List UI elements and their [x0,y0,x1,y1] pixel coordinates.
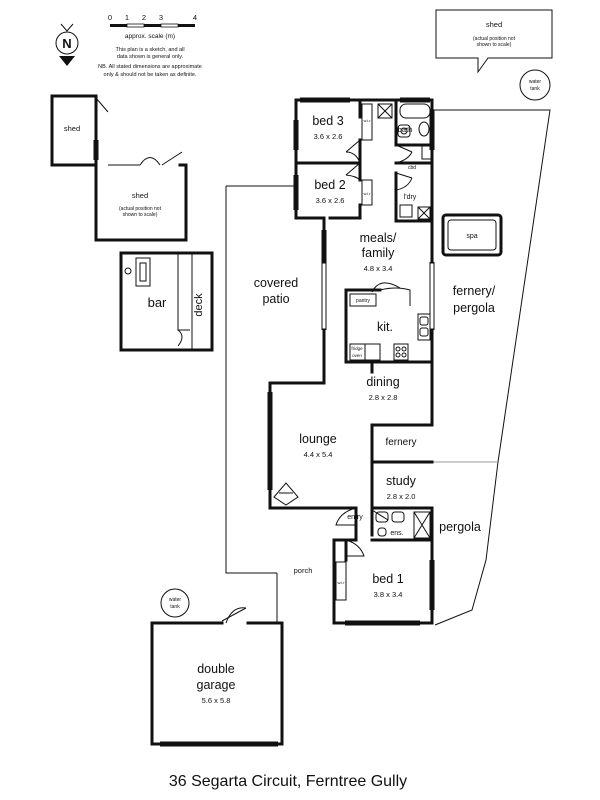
fridge-label: fridge [351,346,363,351]
house-walls [268,98,434,625]
shed-left-label: shed [64,124,80,133]
shed-top-note-2: shown to scale) [477,42,512,48]
dining-dims: 2.8 x 2.8 [369,393,398,402]
covered-patio-outline [225,185,296,574]
porch-label: porch [294,566,313,575]
bed2-dims: 3.6 x 2.6 [316,196,345,205]
scale-tick-1: 1 [125,13,129,22]
oven-label: oven [352,353,362,358]
scale-label: approx. scale (m) [125,33,175,40]
door-swings [335,139,413,557]
cbd-label: cbd [408,165,416,171]
shed-top-note-1: (actual position not [473,36,516,42]
scale-tick-3: 3 [159,13,163,22]
shed-mid-note-1: (actual position not [119,206,162,212]
fireplace [273,482,299,506]
shed-left: shed [50,94,109,167]
fernery-pergola-line-2: pergola [453,301,495,315]
room-labels: bed 3 3.6 x 2.6 bath bed 2 3.6 x 2.6 cbd… [197,114,496,705]
shed-mid: shed (actual position not shown to scale… [94,151,188,242]
scale-bar: 0 1 2 3 4 approx. scale (m) This plan is… [98,13,202,78]
windows [93,97,435,626]
shed-mid-label: shed [132,191,148,200]
site-boundary-line [430,109,551,626]
svg-text:tank: tank [530,86,540,92]
north-compass: N [55,23,79,66]
spa: spa [441,213,503,257]
deck-label: deck [193,293,205,317]
svg-text:water: water [529,79,542,85]
scale-note-1: This plan is a sketch, and all [115,47,184,53]
svg-text:water: water [169,597,182,603]
covered-patio-line-1: covered [254,276,299,290]
bathroom-fixtures [375,103,433,539]
bed3-dims: 3.6 x 2.6 [314,132,343,141]
dining-name: dining [366,375,399,389]
pergola-label: pergola [439,520,481,534]
kitchen-fixtures [349,287,431,361]
meals-dims: 4.8 x 3.4 [364,264,393,273]
spa-label: spa [466,233,477,240]
study-name: study [386,474,417,488]
bed1-dims: 3.8 x 3.4 [374,590,403,599]
scale-tick-0: 0 [108,13,112,22]
bar-building: bar deck [119,251,214,352]
fernery-label: fernery [385,437,416,448]
fernery-pergola-line-1: fernery/ [453,284,496,298]
scale-note-3: NB. All stated dimensions are approximat… [98,64,202,70]
property-address: 36 Segarta Circuit, Ferntree Gully [169,773,407,790]
garage-line-2: garage [197,678,236,692]
shed-top-label: shed [486,20,502,29]
garage-line-1: double [197,662,235,676]
kitchen-label: kit. [377,320,393,334]
entry-label: entry [347,514,363,521]
meals-name-1: meals/ [360,231,397,245]
lounge-dims: 4.4 x 5.4 [304,450,333,459]
scale-tick-2: 2 [142,13,146,22]
laundry-label: l'dry [404,194,417,201]
garage-dims: 5.6 x 5.8 [202,696,231,705]
lounge-name: lounge [299,432,337,446]
pantry-label: pantry [356,298,370,304]
ensuite-label: ens. [390,530,403,537]
compass-letter: N [62,36,71,51]
bed1-name: bed 1 [372,572,403,586]
meals-name-2: family [362,246,395,260]
scale-note-2: data shown is general only. [117,54,184,60]
bed2-name: bed 2 [314,178,345,192]
shed-mid-note-2: shown to scale) [123,212,158,218]
svg-text:tank: tank [170,604,180,610]
robe-label-bed3: w.i.r [363,118,371,123]
covered-patio-line-2: patio [262,292,289,306]
bath-label: bath [398,125,413,134]
water-tank-bottom: water tank [160,588,190,618]
bar-label: bar [148,295,167,310]
bed3-name: bed 3 [312,114,343,128]
scale-note-4: only & should not be taken as definite. [104,72,197,78]
robe-label-bed2: w.i.r [363,191,371,196]
garage [150,573,284,747]
robes: w.i.r w.i.r w.i.r [335,103,373,601]
shed-top-callout: shed (actual position not shown to scale… [435,9,553,74]
study-dims: 2.8 x 2.0 [387,492,416,501]
robe-label-bed1: w.i.r [337,580,345,585]
water-tank-top: water tank [519,69,551,101]
scale-tick-4: 4 [193,13,197,22]
